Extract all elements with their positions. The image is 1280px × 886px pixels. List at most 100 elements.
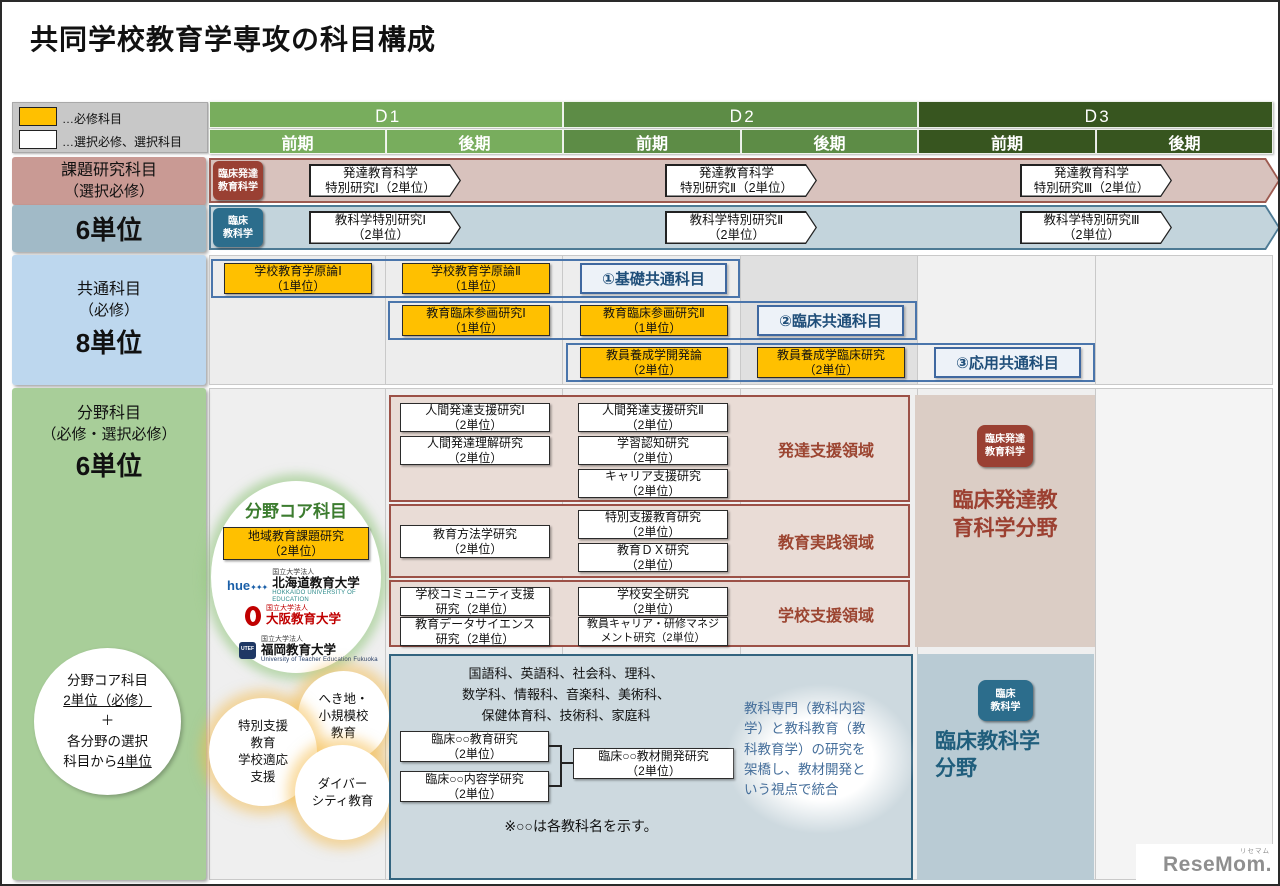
clinical-common-group [388,301,917,340]
applied-common-label: ③応用共通科目 [934,347,1081,378]
connector-line [549,745,562,747]
course-label: 教科学特別研究Ⅱ （2単位） [667,213,816,243]
credit-circle-line3: ＋ [100,713,115,729]
header-term-d1-second: 後期 [386,129,563,154]
course-box: 教育方法学研究 （2単位） [400,525,550,558]
section-school-support: 学校コミュニティ支援 研究（2単位） 教育データサイエンス 研究（2単位） 学校… [389,580,910,647]
development-science-badge: 臨床発達 教育科学 [977,425,1033,467]
development-field-panel: 臨床発達 教育科学 臨床発達教 育科学分野 [915,395,1095,647]
header-term-d2-second: 後期 [741,129,918,154]
hue-logo-icon: hue✦✦✦ [227,578,268,594]
grid-cell [1096,255,1273,385]
section-education-practice: 教育方法学研究 （2単位） 特別支援教育研究 （2単位） 教育ＤＸ研究 （2単位… [389,504,910,578]
course-label: 発達教育科学 特別研究Ⅰ（2単位） [311,166,460,196]
section-label: 教育実践領域 [777,535,874,552]
required-course-box: 教員養成学臨床研究 （2単位） [757,347,905,378]
sidebar-common-credits: 8単位 [75,327,143,358]
basic-common-label: ①基礎共通科目 [580,263,727,294]
university-en-name: HOKKAIDO UNIVERSITY OF EDUCATION [272,590,356,604]
watermark-box: リセマム ReseMom. [1136,844,1278,882]
course-box: 人間発達支援研究Ⅱ （2単位） [578,403,728,432]
sidebar-field-title: 分野科目 [76,405,141,422]
sidebar-research-credits: 6単位 [75,215,143,245]
field-credit-circle: 分野コア科目 2単位（必修） ＋ 各分野の選択 科目から4単位 [34,648,181,795]
course-box: 教育データサイエンス 研究（2単位） [400,617,550,646]
connector-line [560,745,562,787]
description-glow [726,684,916,834]
required-course-box: 教育臨床参画研究Ⅰ （1単位） [402,305,550,336]
university-name: 大阪教育大学 [266,611,342,626]
subject-field-title: 臨床教科学 分野 [935,730,1040,781]
course-box-arrow: 教科学特別研究Ⅲ （2単位） [1020,211,1172,244]
header-term-d2-first: 前期 [563,129,741,154]
course-label: 発達教育科学 特別研究Ⅲ（2単位） [1022,166,1171,196]
course-box-arrow: 発達教育科学 特別研究Ⅰ（2単位） [309,164,461,197]
course-box: 臨床○○教育研究 （2単位） [400,731,549,762]
university-corp-label: 国立大学法人 [272,569,315,576]
course-box: キャリア支援研究 （2単位） [578,469,728,498]
osaka-logo-icon [245,605,261,626]
university-en-name: University of Teacher Education Fukuoka [261,657,378,664]
credit-circle-line1: 分野コア科目 [67,672,148,688]
watermark-ruby: リセマム [1240,848,1270,855]
course-box: 臨床○○教材開発研究 （2単位） [573,748,734,779]
course-label: 教科学特別研究Ⅲ （2単位） [1022,213,1171,243]
legend-required-label: …必修科目 [62,112,123,126]
course-box-arrow: 発達教育科学 特別研究Ⅲ（2単位） [1020,164,1172,197]
course-box: 臨床○○内容学研究 （2単位） [400,771,549,802]
subject-list-text: 国語科、英語科、社会科、理科、 数学科、情報科、音楽科、美術科、 保健体育科、技… [461,666,670,723]
sidebar-field-subtitle: （必修・選択必修） [41,425,177,443]
sidebar-research-credits-card: 6単位 [12,205,206,252]
sidebar-research-title-card: 課題研究科目 （選択必修） [12,157,206,205]
grid-cell [1096,388,1273,880]
topic-circle-diversity: ダイバー シティ教育 [295,745,390,840]
required-course-box: 教育臨床参画研究Ⅱ （1単位） [580,305,728,336]
credit-circle-line5a: 科目から [63,753,118,769]
course-box: 教育ＤＸ研究 （2単位） [578,543,728,572]
sidebar-field-card: 分野科目 （必修・選択必修） 6単位 [12,388,206,880]
header-year-d3: Ｄ3 [918,101,1273,128]
section-label: 発達支援領域 [777,442,874,460]
required-course-box: 学校教育学原論Ⅱ （1単位） [402,263,550,294]
basic-common-group [211,259,740,298]
university-fukuoka: UTEF 国立大学法人 福岡教育大学 University of Teacher… [239,636,378,664]
course-label: 教科学特別研究Ⅰ （2単位） [311,213,460,243]
subject-description: 教科専門（教科内容 学）と教科教育（教 科教育学）の研究を 架橋し、教材開発と … [744,701,866,797]
subject-note: ※○○は各教科名を示す。 [504,818,658,834]
header-year-d2: Ｄ2 [563,101,918,128]
required-course-box: 学校教育学原論Ⅰ （1単位） [224,263,372,294]
connector-line [549,785,562,787]
course-box: 人間発達支援研究Ⅰ （2単位） [400,403,550,432]
university-corp-label: 国立大学法人 [266,605,308,612]
required-course-box: 地域教育課題研究 （2単位） [223,527,369,560]
university-name: 福岡教育大学 [261,642,337,657]
sidebar-research-title: 課題研究科目 [60,161,157,179]
subject-field-panel: 臨床 教科学 臨床教科学 分野 [917,654,1094,880]
university-osaka: 国立大学法人 大阪教育大学 [245,605,341,626]
credit-circle-line4: 各分野の選択 [67,733,148,749]
elective-swatch-icon [19,130,57,149]
course-box-arrow: 教科学特別研究Ⅱ （2単位） [665,211,817,244]
sidebar-common-card: 共通科目 （必修） 8単位 [12,255,206,385]
legend-elective-label: …選択必修、選択科目 [62,135,183,149]
header-term-d3-second: 後期 [1096,129,1273,154]
course-box: 教員キャリア・研修マネジ メント研究（2単位） [578,617,728,646]
sidebar-common-title: 共通科目 [76,281,141,299]
header-term-d3-first: 前期 [918,129,1096,154]
course-box: 学習認知研究 （2単位） [578,436,728,465]
course-box: 学校コミュニティ支援 研究（2単位） [400,587,550,616]
applied-common-group [566,343,1095,382]
connector-line [562,762,573,764]
field-core-circle: 分野コア科目 地域教育課題研究 （2単位） hue✦✦✦ 国立大学法人 北海道教… [211,481,381,673]
sidebar-research-subtitle: （選択必修） [63,182,154,200]
credit-circle-line5: 科目から4単位 [63,752,152,772]
university-name: 北海道教育大学 [272,575,360,590]
course-box-arrow: 教科学特別研究Ⅰ （2単位） [309,211,461,244]
page-title: 共同学校教育学専攻の科目構成 [30,24,437,55]
required-course-box: 教員養成学開発論 （2単位） [580,347,728,378]
section-label: 学校支援領域 [777,607,874,625]
development-science-badge: 臨床発達 教育科学 [213,161,263,200]
clinical-common-label: ②臨床共通科目 [757,305,904,336]
course-box-arrow: 発達教育科学 特別研究Ⅱ（2単位） [665,164,817,197]
